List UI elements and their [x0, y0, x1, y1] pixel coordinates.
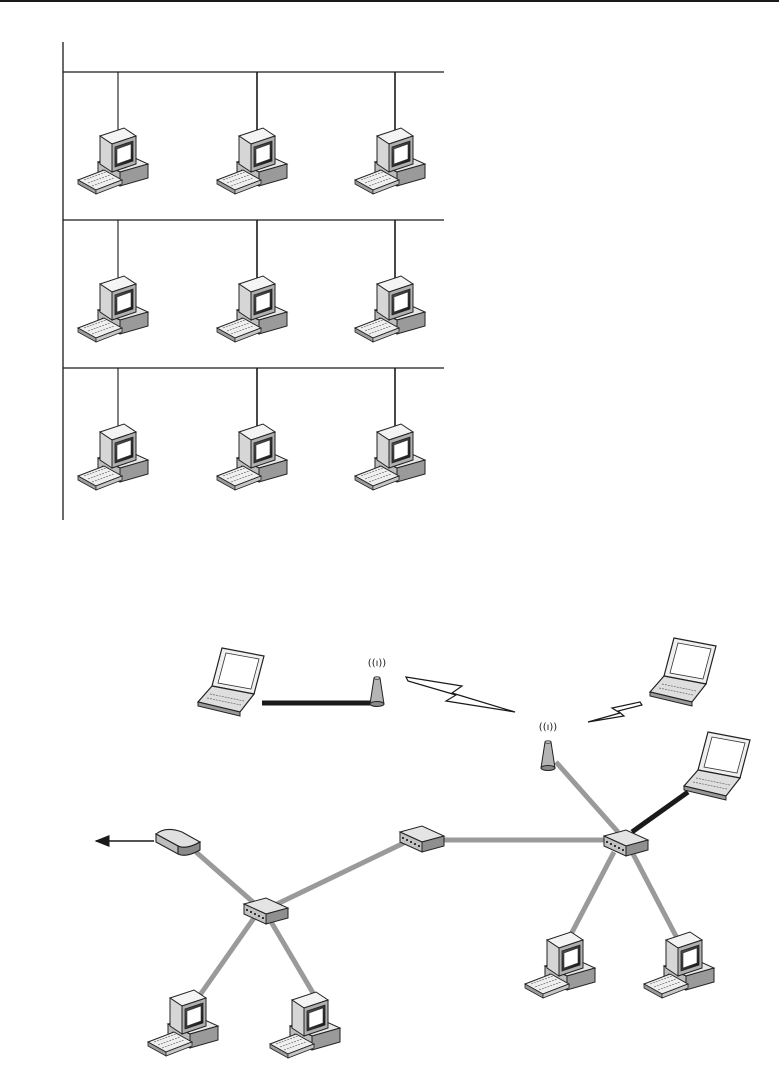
desktop-computer-icon	[78, 128, 148, 194]
link-switch-right-pc4	[632, 852, 678, 940]
switch-icon	[400, 826, 444, 852]
desktop-computer-icon	[148, 990, 218, 1056]
desktop-computer-icon	[270, 992, 340, 1058]
link-switch-right-pc3	[568, 852, 614, 940]
link-switch-left-pc2	[270, 920, 316, 998]
desktop-computer-icon	[644, 932, 714, 998]
lightning-bolt-icon	[406, 677, 515, 712]
laptop-icon	[650, 638, 716, 706]
laptop-icon	[684, 732, 750, 800]
laptop-icon	[198, 648, 264, 716]
link-switch-left-switch-center	[275, 840, 410, 905]
desktop-computer-icon	[355, 276, 425, 342]
access-point-label: ((ı))	[539, 722, 557, 733]
access-point-icon	[370, 677, 384, 707]
switch-icon	[604, 830, 648, 856]
desktop-computer-icon	[355, 128, 425, 194]
desktop-computer-icon	[217, 276, 287, 342]
router-icon	[156, 829, 200, 855]
desktop-computer-icon	[525, 932, 595, 998]
access-point-label: ((ı))	[368, 658, 386, 669]
access-point-icon	[541, 741, 555, 771]
link-ap2-switch-right	[556, 762, 618, 832]
bus-topology-diagram	[63, 42, 444, 520]
desktop-computer-icon	[355, 424, 425, 490]
link-laptop3-switch-right	[632, 792, 688, 832]
desktop-computer-icon	[217, 424, 287, 490]
lightning-bolt-icon	[588, 702, 642, 722]
link-switch-left-pc1	[200, 918, 254, 995]
desktop-computer-icon	[217, 128, 287, 194]
desktop-computer-icon	[78, 424, 148, 490]
desktop-computer-icon	[78, 276, 148, 342]
